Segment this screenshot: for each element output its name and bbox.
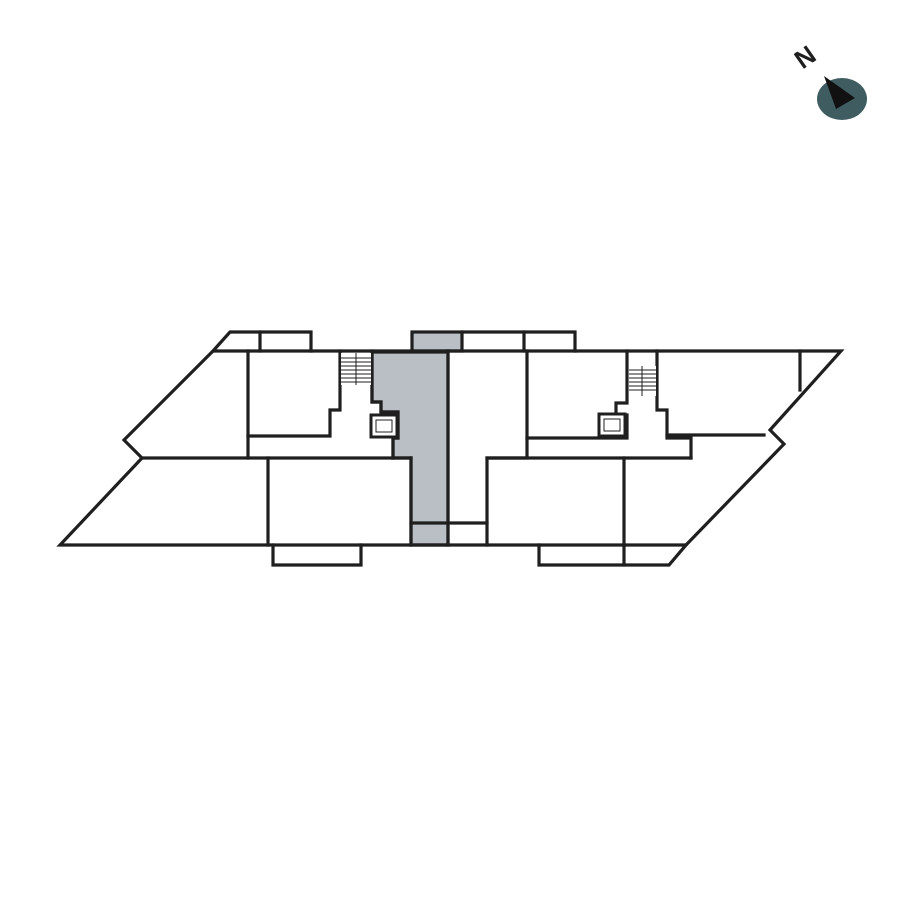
- compass-icon: N: [789, 39, 867, 120]
- elevator-right: [597, 412, 627, 438]
- bottom-balconies: [271, 542, 689, 567]
- balcony-bottom-left[interactable]: [271, 543, 363, 567]
- balcony-top-left[interactable]: [210, 330, 313, 354]
- stair-left: [341, 353, 371, 385]
- balcony-top-right[interactable]: [460, 330, 577, 353]
- north-arrow-icon: [824, 76, 855, 109]
- elevator-left: [369, 413, 399, 439]
- balcony-bottom-right[interactable]: [537, 542, 689, 567]
- top-balconies: [210, 330, 577, 354]
- balcony-top-center-shaded[interactable]: [410, 330, 464, 353]
- stair-right: [629, 366, 656, 396]
- building-outline: [56, 349, 845, 547]
- north-label: N: [789, 39, 822, 74]
